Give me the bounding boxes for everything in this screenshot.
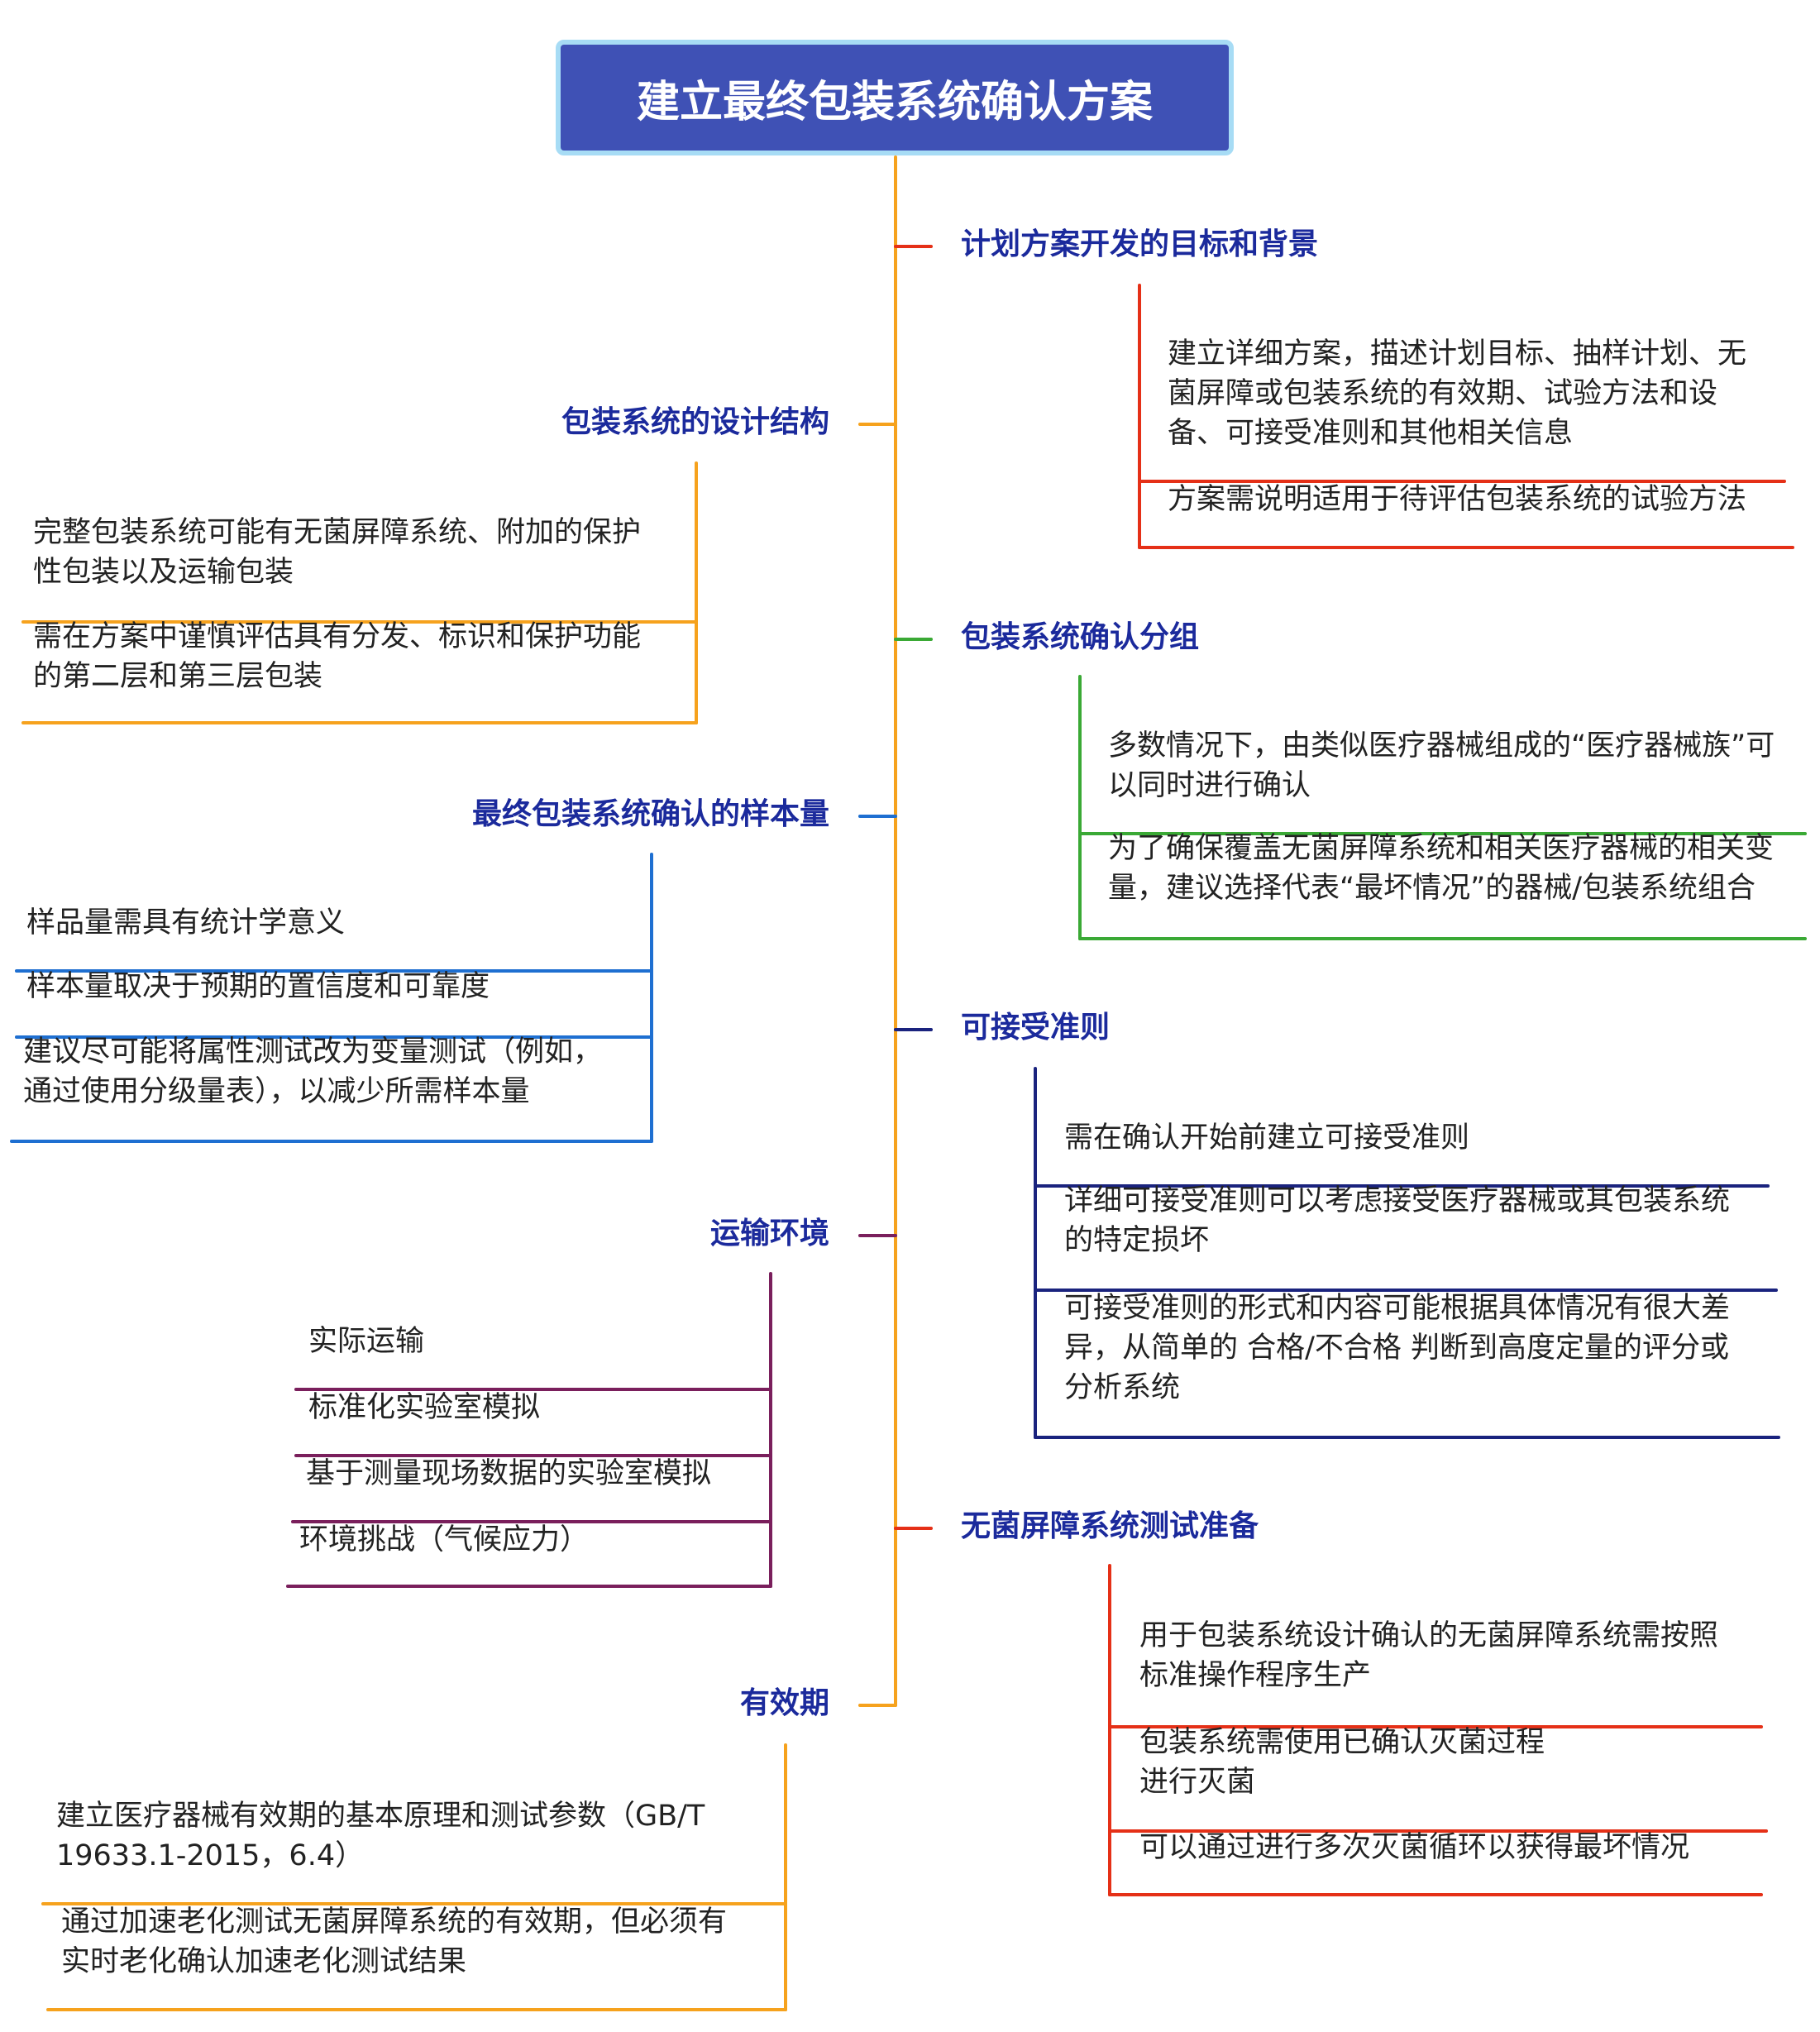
leaf-text-line: 可以通过进行多次灭菌循环以获得最坏情况 [1139, 1831, 1690, 1864]
leaf-text-line: 需在确认开始前建立可接受准则 [1064, 1121, 1470, 1155]
branch-topic-4[interactable]: 最终包装系统确认的样本量 [471, 797, 829, 831]
leaf-text-line: 备、可接受准则和其他相关信息 [1168, 417, 1574, 450]
leaf-topic[interactable]: 为了确保覆盖无菌屏障系统和相关医疗器械的相关变量，建议选择代表“最坏情况”的器械… [1108, 829, 1774, 908]
leaf-topic[interactable]: 实际运输 [308, 1322, 424, 1361]
leaf-text-line: 建议尽可能将属性测试改为变量测试（例如， [23, 1035, 603, 1069]
leaf-text-line: 环境挑战（气候应力） [299, 1523, 590, 1556]
leaf-topic[interactable]: 建立医疗器械有效期的基本原理和测试参数（GB/T 19633.1-2015，6.4… [56, 1796, 705, 1876]
leaf-text-line: 多数情况下，由类似医疗器械组成的“医疗器械族”可 [1108, 729, 1775, 763]
leaf-text-line: 量，建议选择代表“最坏情况”的器械/包装系统组合 [1108, 872, 1756, 905]
leaf-topic[interactable]: 包装系统需使用已确认灭菌过程进行灭菌 [1139, 1723, 1545, 1802]
leaf-text-line: 样品量需具有统计学意义 [26, 906, 346, 940]
branch-topic-8[interactable]: 有效期 [739, 1686, 829, 1720]
leaf-topic[interactable]: 建议尽可能将属性测试改为变量测试（例如， 通过使用分级量表），以减少所需样本量 [23, 1032, 602, 1112]
leaf-topic[interactable]: 可以通过进行多次灭菌循环以获得最坏情况 [1139, 1828, 1689, 1867]
leaf-text-line: 完整包装系统可能有无菌屏障系统、附加的保护 [33, 516, 642, 549]
leaf-topic[interactable]: 通过加速老化测试无菌屏障系统的有效期，但必须有实时老化确认加速老化测试结果 [61, 1902, 727, 1982]
leaf-text-line: 基于测量现场数据的实验室模拟 [306, 1457, 712, 1490]
leaf-text-line: 建立详细方案，描述计划目标、抽样计划、无 [1168, 337, 1747, 371]
leaf-text-line: 包装系统需使用已确认灭菌过程 [1139, 1726, 1545, 1759]
leaf-text-line: 通过加速老化测试无菌屏障系统的有效期，但必须有 [61, 1905, 728, 1939]
leaf-topic[interactable]: 标准化实验室模拟 [308, 1388, 540, 1427]
leaf-topic[interactable]: 详细可接受准则可以考虑接受医疗器械或其包装系统的特定损坏 [1064, 1181, 1730, 1260]
branch-topic-2[interactable]: 包装系统的设计结构 [561, 405, 829, 439]
leaf-topic[interactable]: 方案需说明适用于待评估包装系统的试验方法 [1168, 480, 1746, 519]
leaf-topic[interactable]: 可接受准则的形式和内容可能根据具体情况有很大差异，从简单的 合格/不合格 判断到… [1064, 1289, 1730, 1408]
leaf-text-line: 19633.1-2015，6.4） [56, 1839, 365, 1872]
leaf-text-line: 用于包装系统设计确认的无菌屏障系统需按照 [1139, 1619, 1719, 1652]
leaf-text-line: 可接受准则的形式和内容可能根据具体情况有很大差 [1064, 1292, 1731, 1325]
leaf-topic[interactable]: 基于测量现场数据的实验室模拟 [306, 1454, 711, 1494]
leaf-text-line: 进行灭菌 [1139, 1766, 1256, 1799]
leaf-text-line: 标准操作程序生产 [1139, 1659, 1372, 1692]
branch-topic-7[interactable]: 无菌屏障系统测试准备 [961, 1509, 1259, 1543]
leaf-text-line: 实际运输 [308, 1325, 425, 1358]
leaf-text-line: 建立医疗器械有效期的基本原理和测试参数（GB/T [56, 1800, 705, 1833]
leaf-topic[interactable]: 需在确认开始前建立可接受准则 [1064, 1118, 1469, 1158]
leaf-topic[interactable]: 多数情况下，由类似医疗器械组成的“医疗器械族”可以同时进行确认 [1108, 726, 1775, 806]
leaf-text-line: 以同时进行确认 [1108, 769, 1311, 802]
leaf-topic[interactable]: 建立详细方案，描述计划目标、抽样计划、无菌屏障或包装系统的有效期、试验方法和设备… [1168, 334, 1746, 453]
leaf-topic[interactable]: 环境挑战（气候应力） [299, 1520, 589, 1560]
leaf-text-line: 标准化实验室模拟 [308, 1391, 541, 1424]
root-topic[interactable]: 建立最终包装系统确认方案 [556, 40, 1234, 155]
leaf-topic[interactable]: 用于包装系统设计确认的无菌屏障系统需按照标准操作程序生产 [1139, 1616, 1718, 1695]
leaf-text-line: 异，从简单的 合格/不合格 判断到高度定量的评分或 [1064, 1332, 1730, 1365]
leaf-text-line: 需在方案中谨慎评估具有分发、标识和保护功能 [33, 620, 642, 653]
branch-topic-5[interactable]: 可接受准则 [961, 1011, 1111, 1045]
leaf-topic[interactable]: 样品量需具有统计学意义 [26, 903, 345, 943]
branch-topic-1[interactable]: 计划方案开发的目标和背景 [961, 227, 1319, 261]
leaf-text-line: 样本量取决于预期的置信度和可靠度 [26, 970, 490, 1003]
leaf-text-line: 菌屏障或包装系统的有效期、试验方法和设 [1168, 377, 1718, 410]
leaf-text-line: 分析系统 [1064, 1371, 1181, 1404]
leaf-topic[interactable]: 完整包装系统可能有无菌屏障系统、附加的保护性包装以及运输包装 [33, 513, 641, 592]
leaf-text-line: 为了确保覆盖无菌屏障系统和相关医疗器械的相关变 [1108, 832, 1775, 865]
leaf-text-line: 方案需说明适用于待评估包装系统的试验方法 [1168, 483, 1747, 516]
leaf-topic[interactable]: 需在方案中谨慎评估具有分发、标识和保护功能的第二层和第三层包装 [33, 617, 641, 696]
leaf-text-line: 的第二层和第三层包装 [33, 660, 323, 693]
leaf-text-line: 详细可接受准则可以考虑接受医疗器械或其包装系统 [1064, 1184, 1731, 1217]
leaf-topic[interactable]: 样本量取决于预期的置信度和可靠度 [26, 967, 490, 1006]
branch-topic-6[interactable]: 运输环境 [709, 1217, 829, 1250]
leaf-text-line: 的特定损坏 [1064, 1224, 1210, 1257]
branch-topic-3[interactable]: 包装系统确认分组 [961, 620, 1200, 654]
leaf-text-line: 性包装以及运输包装 [33, 556, 294, 589]
leaf-text-line: 通过使用分级量表），以减少所需样本量 [23, 1075, 530, 1108]
leaf-text-line: 实时老化确认加速老化测试结果 [61, 1945, 467, 1978]
